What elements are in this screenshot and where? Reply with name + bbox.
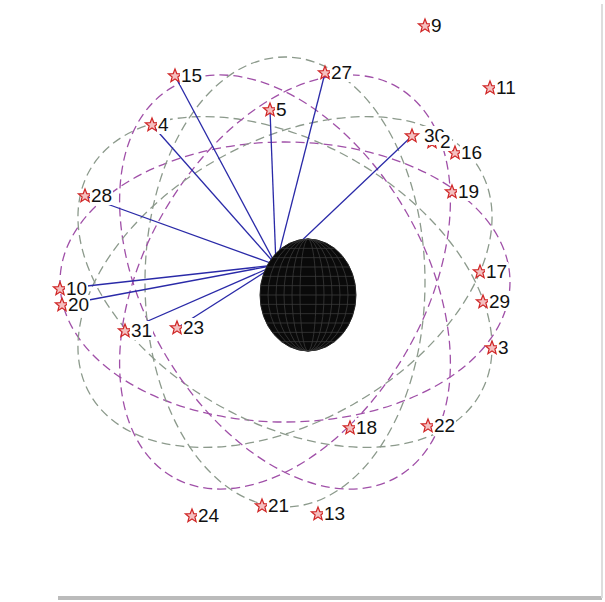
- satellite-number: 19: [457, 182, 480, 201]
- earth-parallel: [266, 323, 349, 324]
- satellite-number: 27: [330, 63, 353, 82]
- satellite-marker: [405, 129, 418, 142]
- earth-parallel: [260, 295, 356, 296]
- sight-line: [276, 73, 325, 265]
- orbit-path: [51, 17, 518, 547]
- satellite-number: 11: [495, 78, 517, 97]
- satellite-number: 22: [433, 416, 456, 435]
- satellite-number: 2: [439, 132, 452, 151]
- orbit-path: [20, 48, 550, 515]
- frame-shadow: [58, 596, 602, 600]
- earth-globe: [260, 239, 356, 351]
- earth-parallel: [281, 341, 334, 342]
- satellite-number: 15: [180, 66, 203, 85]
- earth-parallel: [263, 313, 354, 314]
- satellite-number: 31: [130, 321, 153, 340]
- orbit-path: [51, 17, 518, 547]
- sight-line: [270, 110, 276, 265]
- earth-parallel: [266, 267, 349, 268]
- orbit-path: [60, 142, 510, 422]
- satellite-number: 17: [485, 262, 508, 281]
- satellite-number: 9: [430, 16, 443, 35]
- satellite-number: 13: [323, 504, 346, 523]
- satellite-number: 28: [90, 186, 113, 205]
- earth-parallel: [263, 276, 354, 277]
- satellite-number: 23: [182, 318, 205, 337]
- satellite-number: 4: [157, 115, 170, 134]
- earth-parallel: [272, 257, 344, 258]
- frame-shadow: [601, 4, 603, 598]
- sight-line: [85, 196, 276, 265]
- orbit-path: [20, 48, 550, 515]
- satellite-number: 18: [355, 418, 378, 437]
- sight-line: [175, 76, 276, 265]
- sight-line: [152, 125, 276, 265]
- satellite-number: 3: [497, 338, 510, 357]
- satellite-number: 29: [488, 292, 511, 311]
- satellite-number: 20: [67, 295, 90, 314]
- satellite-number: 21: [267, 496, 290, 515]
- satellite-number: 24: [197, 506, 220, 525]
- satellite-number: 16: [460, 143, 483, 162]
- satellite-number: 5: [275, 100, 288, 119]
- earth-parallel: [261, 304, 356, 305]
- earth-parallel: [261, 285, 356, 286]
- earth-parallel: [281, 248, 334, 249]
- earth-parallel: [272, 332, 344, 333]
